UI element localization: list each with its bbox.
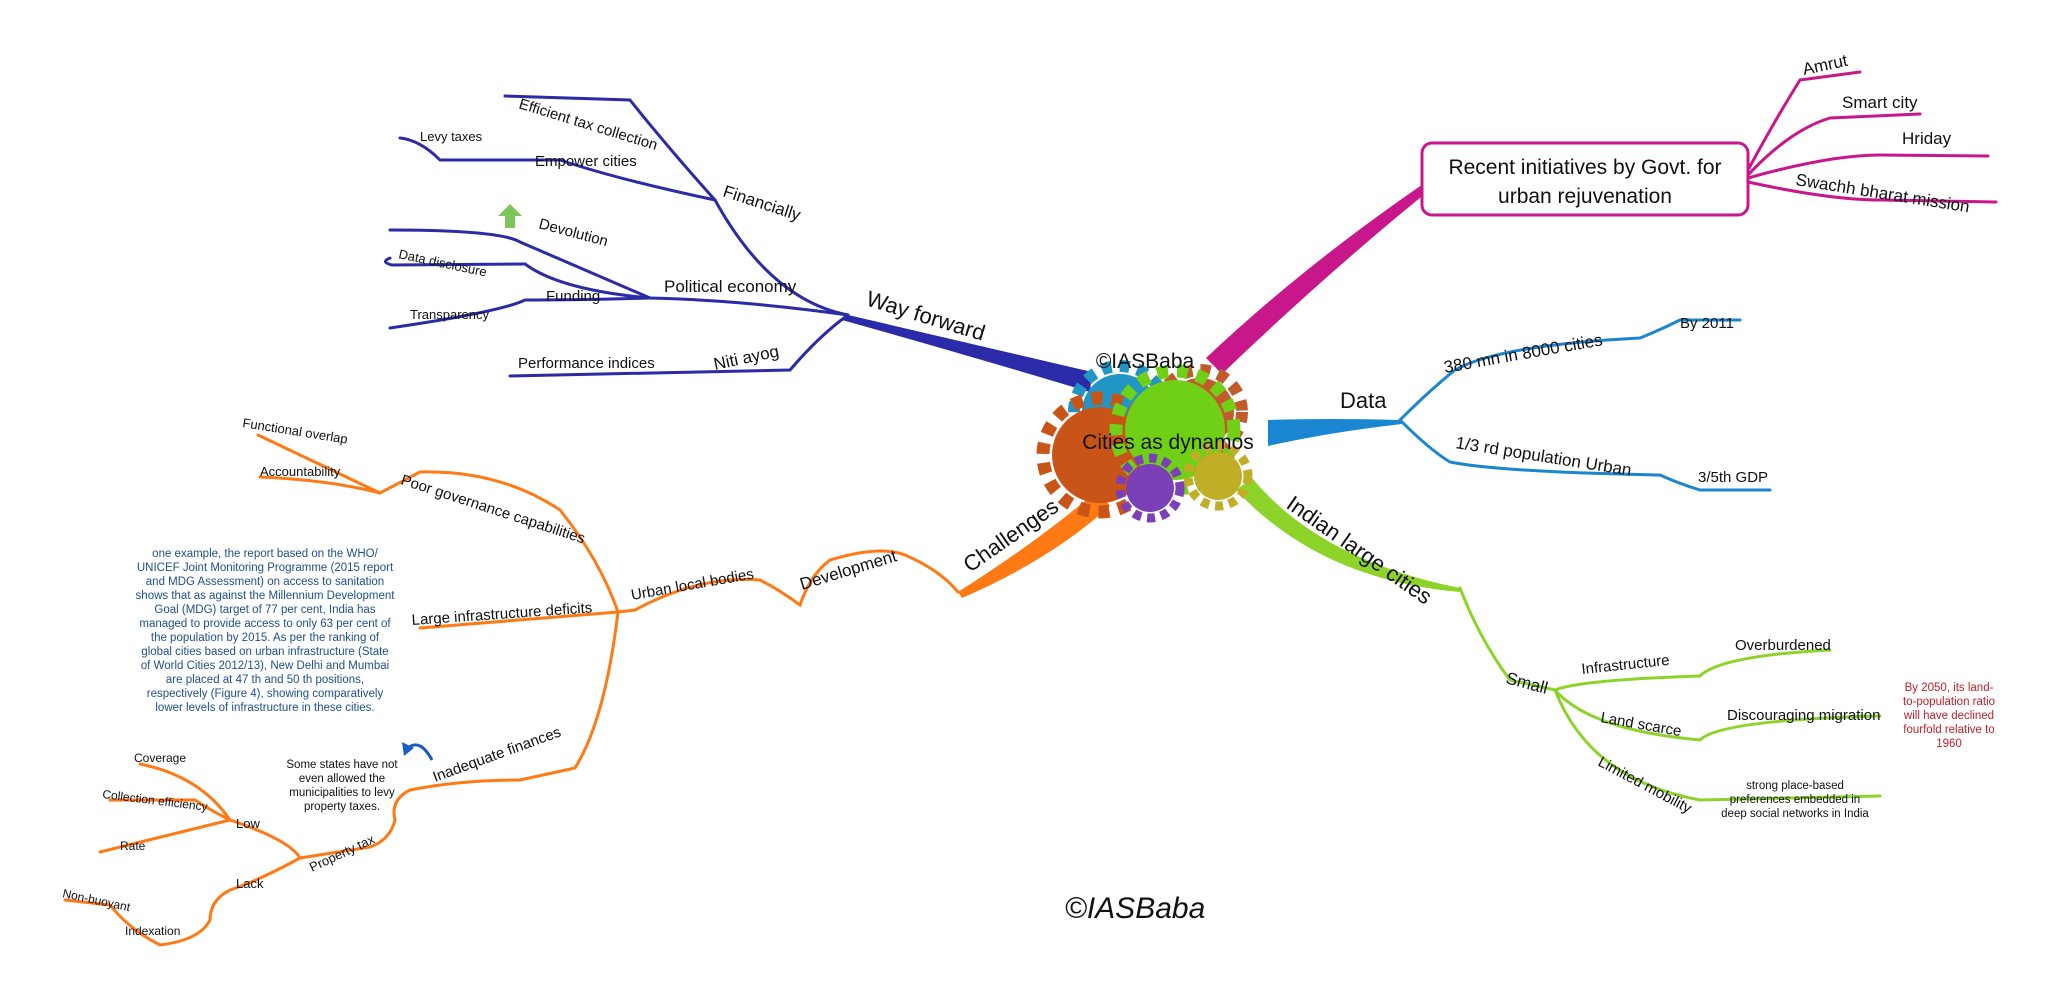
overburdened-label[interactable]: Overburdened [1735,637,1831,654]
watermark-top: ©IASBaba [1096,350,1195,373]
ulb-label[interactable]: Urban local bodies [630,566,755,604]
efficient-tax-label[interactable]: Efficient tax collection [517,96,660,154]
devolution-arrow-icon [498,204,522,228]
accountability-label[interactable]: Accountability [260,464,341,479]
svg-text:to-population ratio: to-population ratio [1903,696,1995,708]
svg-text:Some states have not: Some states have not [286,759,398,771]
indexation-label[interactable]: Indexation [125,924,180,938]
initiatives-label-line1[interactable]: Recent initiatives by Govt. for [1448,156,1721,179]
funding-label[interactable]: Funding [546,288,600,305]
svg-text:deep social networks in India: deep social networks in India [1721,808,1869,820]
svg-text:Goal (MDG) target of 77 per ce: Goal (MDG) target of 77 per cent, India … [154,604,375,616]
data-pop-cities[interactable]: 380 mn in 8000 cities [1442,330,1604,377]
branch-initiatives [1206,174,1442,374]
svg-text:preferences embedded in: preferences embedded in [1730,794,1860,806]
initiatives-label-line2[interactable]: urban rejuvenation [1498,185,1672,208]
inadequate-finances-label[interactable]: Inadequate finances [431,724,564,786]
svg-text:managed to provide access to o: managed to provide access to only 63 per… [139,618,391,630]
central-gears [1036,360,1253,523]
way-forward-subbranches [384,94,850,378]
svg-text:property taxes.: property taxes. [304,801,380,813]
small-label[interactable]: Small [1504,669,1550,698]
svg-text:and MDG Assessment) on access: and MDG Assessment) on access to sanitat… [146,576,384,588]
svg-text:one example, the report based: one example, the report based on the WHO… [152,548,378,560]
development-label[interactable]: Development [798,546,900,594]
initiatives-subbranches [1746,70,1998,204]
svg-text:respectively (Figure 4), showi: respectively (Figure 4), showing compara… [147,688,384,700]
svg-text:the population by 2015. As per: the population by 2015. As per the ranki… [151,632,380,644]
coverage-label[interactable]: Coverage [134,751,186,765]
branch-data [1268,419,1402,446]
initiative-smart-city[interactable]: Smart city [1842,93,1918,112]
political-economy-label[interactable]: Political economy [664,277,797,296]
property-tax-label[interactable]: Property tax [307,831,377,874]
initiative-swachh-bharat[interactable]: Swachh bharat mission [1794,170,1971,216]
svg-text:fourfold relative to: fourfold relative to [1903,724,1994,736]
lack-label[interactable]: Lack [236,876,264,891]
limited-mobility-label[interactable]: Limited mobility [1595,754,1695,818]
financially-label[interactable]: Financially [721,182,804,225]
svg-text:municipalities to levy: municipalities to levy [289,787,395,799]
discouraging-migration-label[interactable]: Discouraging migration [1727,707,1880,724]
challenges-subbranches [63,433,960,947]
svg-text:will have declined: will have declined [1903,710,1994,722]
note-mobility: strong place-based preferences embedded … [1721,780,1869,820]
indian-large-cities-subbranches [1458,586,1882,802]
non-buoyant-label[interactable]: Non-buoyant [61,886,132,914]
functional-overlap-label[interactable]: Functional overlap [242,415,349,446]
svg-text:are placed at 47 th and 50 th: are placed at 47 th and 50 th positions, [166,674,364,686]
svg-text:UNICEF Joint Monitoring Progra: UNICEF Joint Monitoring Programme (2015 … [137,562,394,574]
note-infrastructure: one example, the report based on the WHO… [136,548,396,714]
note-states: Some states have not even allowed the mu… [286,759,398,813]
land-scarce-label[interactable]: Land scarce [1599,709,1682,740]
branch-indian-large-cities [1236,478,1460,592]
initiative-hriday[interactable]: Hriday [1902,129,1952,148]
data-by-2011[interactable]: By 2011 [1680,315,1734,332]
svg-text:shows that as against the Mill: shows that as against the Millennium Dev… [136,590,396,602]
svg-text:By 2050, its land-: By 2050, its land- [1905,682,1994,694]
infrastructure-label[interactable]: Infrastructure [1581,652,1671,678]
branch-challenges [958,490,1110,598]
watermark-bottom: ©IASBaba [1065,892,1206,925]
data-label[interactable]: Data [1340,388,1387,413]
levy-taxes-label[interactable]: Levy taxes [420,129,483,144]
data-urban[interactable]: 1/3 rd population Urban [1454,433,1632,480]
rate-label[interactable]: Rate [120,839,146,853]
devolution-label[interactable]: Devolution [537,215,610,250]
svg-text:lower levels of infrastructure: lower levels of infrastructure in these … [155,702,374,714]
performance-indices-label[interactable]: Performance indices [518,355,655,372]
central-topic[interactable]: Cities as dynamos [1082,431,1254,454]
collection-efficiency-label[interactable]: Collection efficiency [102,787,209,814]
svg-text:of World Cities 2012/13), New: of World Cities 2012/13), New Delhi and … [141,660,389,672]
svg-text:even allowed the: even allowed the [299,773,385,785]
empower-cities-label[interactable]: Empower cities [535,153,637,170]
svg-text:strong place-based: strong place-based [1746,780,1844,792]
indian-large-cities-label[interactable]: Indian large cities [1282,491,1437,610]
curved-arrow-head-icon [402,742,414,756]
branch-way-forward [842,315,1092,392]
data-subbranches [1398,318,1772,492]
note-land-ratio: By 2050, its land- to-population ratio w… [1903,682,1995,750]
data-gdp[interactable]: 3/5th GDP [1698,469,1768,486]
svg-text:1960: 1960 [1936,738,1962,750]
transparency-label[interactable]: Transparency [410,307,489,322]
low-label[interactable]: Low [236,816,260,831]
data-disclosure-label[interactable]: Data disclosure [397,246,488,279]
svg-text:global cities based on urban i: global cities based on urban infrastruct… [141,646,388,658]
infra-deficits-label[interactable]: Large infrastructure deficits [411,599,593,629]
